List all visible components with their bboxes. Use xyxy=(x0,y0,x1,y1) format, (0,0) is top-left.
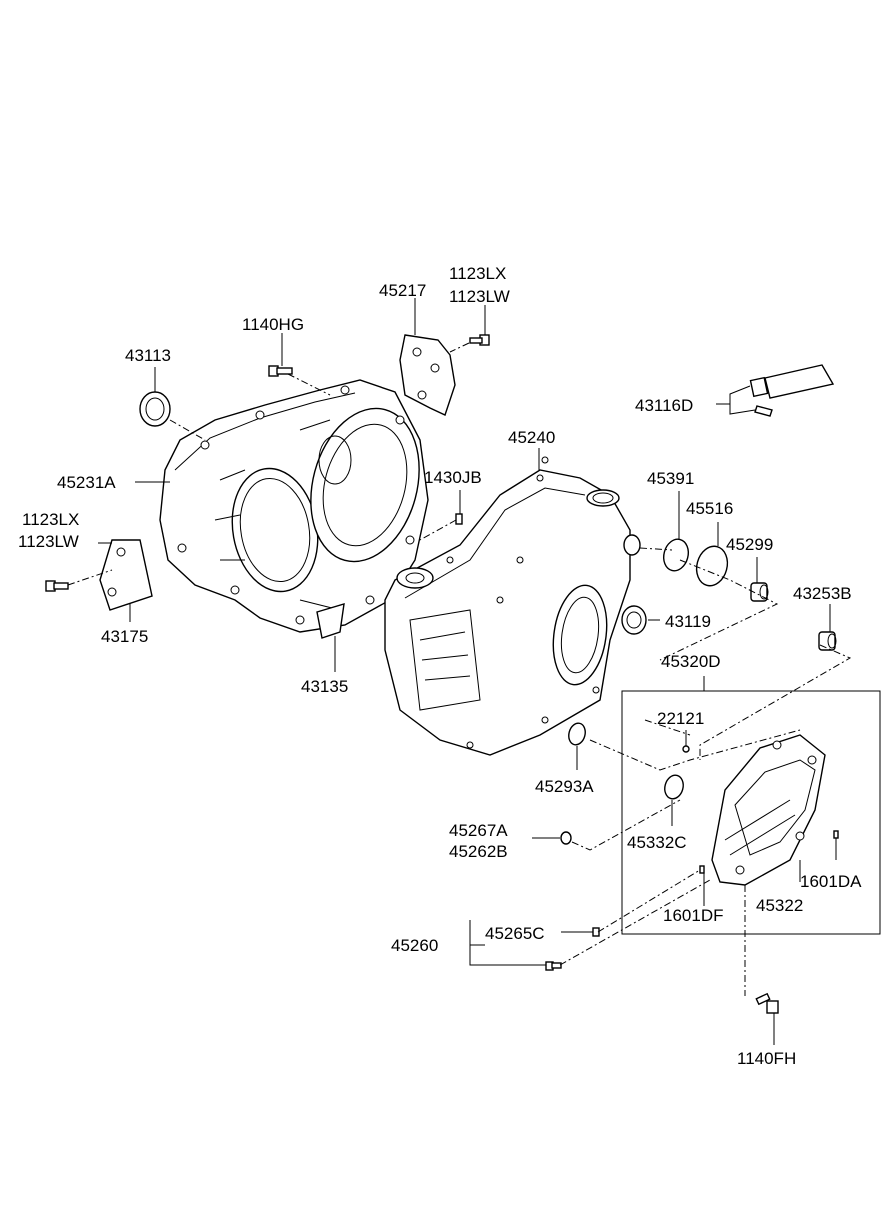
bracket-43175-drawing xyxy=(99,539,153,611)
label-45299: 45299 xyxy=(726,535,773,554)
part-labels: 45217 1123LX 1123LW 1140HG 43113 43116D … xyxy=(18,264,862,1068)
label-1140hg: 1140HG xyxy=(242,315,304,334)
leader-lines xyxy=(98,298,881,1045)
seal-43113-drawing xyxy=(139,391,171,427)
label-1140fh: 1140FH xyxy=(737,1049,796,1068)
label-1123lx-top: 1123LX xyxy=(449,264,506,283)
o-ring-45391-drawing xyxy=(662,538,690,572)
label-45217: 45217 xyxy=(379,281,426,300)
label-45267a: 45267A xyxy=(449,821,508,840)
label-1601df: 1601DF xyxy=(663,906,723,925)
label-43135: 43135 xyxy=(301,677,348,696)
label-45262b: 45262B xyxy=(449,842,508,861)
o-ring-45267A-drawing xyxy=(560,831,572,845)
label-45332c: 45332C xyxy=(627,833,687,852)
label-45322: 45322 xyxy=(756,896,803,915)
alignment-lines xyxy=(67,342,852,996)
bolt-45260-drawing xyxy=(545,961,562,971)
label-1601da: 1601DA xyxy=(800,872,862,891)
pin-1601DF-drawing xyxy=(699,865,705,874)
pin-1601DA-drawing xyxy=(833,830,839,839)
label-22121: 22121 xyxy=(657,709,704,728)
bolt-1140HG-drawing xyxy=(268,365,293,377)
bolt-22121-drawing xyxy=(682,745,690,753)
bolt-1123LX-left-drawing xyxy=(45,580,69,592)
label-43175: 43175 xyxy=(101,627,148,646)
label-45293a: 45293A xyxy=(535,777,594,796)
label-1123lw-top: 1123LW xyxy=(449,287,510,306)
transaxle-case-drawing xyxy=(384,456,641,756)
label-43113: 43113 xyxy=(125,346,171,365)
label-45391: 45391 xyxy=(647,469,694,488)
sealant-tube-drawing xyxy=(749,364,835,417)
bolt-1430JB-drawing xyxy=(455,513,463,525)
plate-43135-drawing xyxy=(316,603,345,639)
bolt-1123LX-top-drawing xyxy=(469,334,490,346)
label-43119: 43119 xyxy=(665,612,711,631)
o-ring-45293A-drawing xyxy=(568,722,586,746)
label-45516: 45516 xyxy=(686,499,733,518)
label-45231a: 45231A xyxy=(57,473,116,492)
bracket-45217-drawing xyxy=(399,334,456,416)
o-ring-45516-drawing xyxy=(695,545,729,587)
label-1123lx-left: 1123LX xyxy=(22,510,79,529)
label-45265c: 45265C xyxy=(485,924,545,943)
label-43116d: 43116D xyxy=(635,396,693,415)
label-1430jb: 1430JB xyxy=(424,468,482,487)
label-45320d: 45320D xyxy=(661,652,721,671)
bolt-1140FH-drawing xyxy=(755,992,779,1014)
bushing-43253B-drawing xyxy=(818,631,837,651)
converter-housing-drawing xyxy=(159,379,429,633)
label-1123lw-left: 1123LW xyxy=(18,532,79,551)
rear-cover-drawing xyxy=(711,734,826,886)
seal-43119-drawing xyxy=(621,605,647,635)
label-43253b: 43253B xyxy=(793,584,852,603)
label-45240: 45240 xyxy=(508,428,555,447)
label-45260: 45260 xyxy=(391,936,438,955)
o-ring-45332C-drawing xyxy=(664,774,684,800)
